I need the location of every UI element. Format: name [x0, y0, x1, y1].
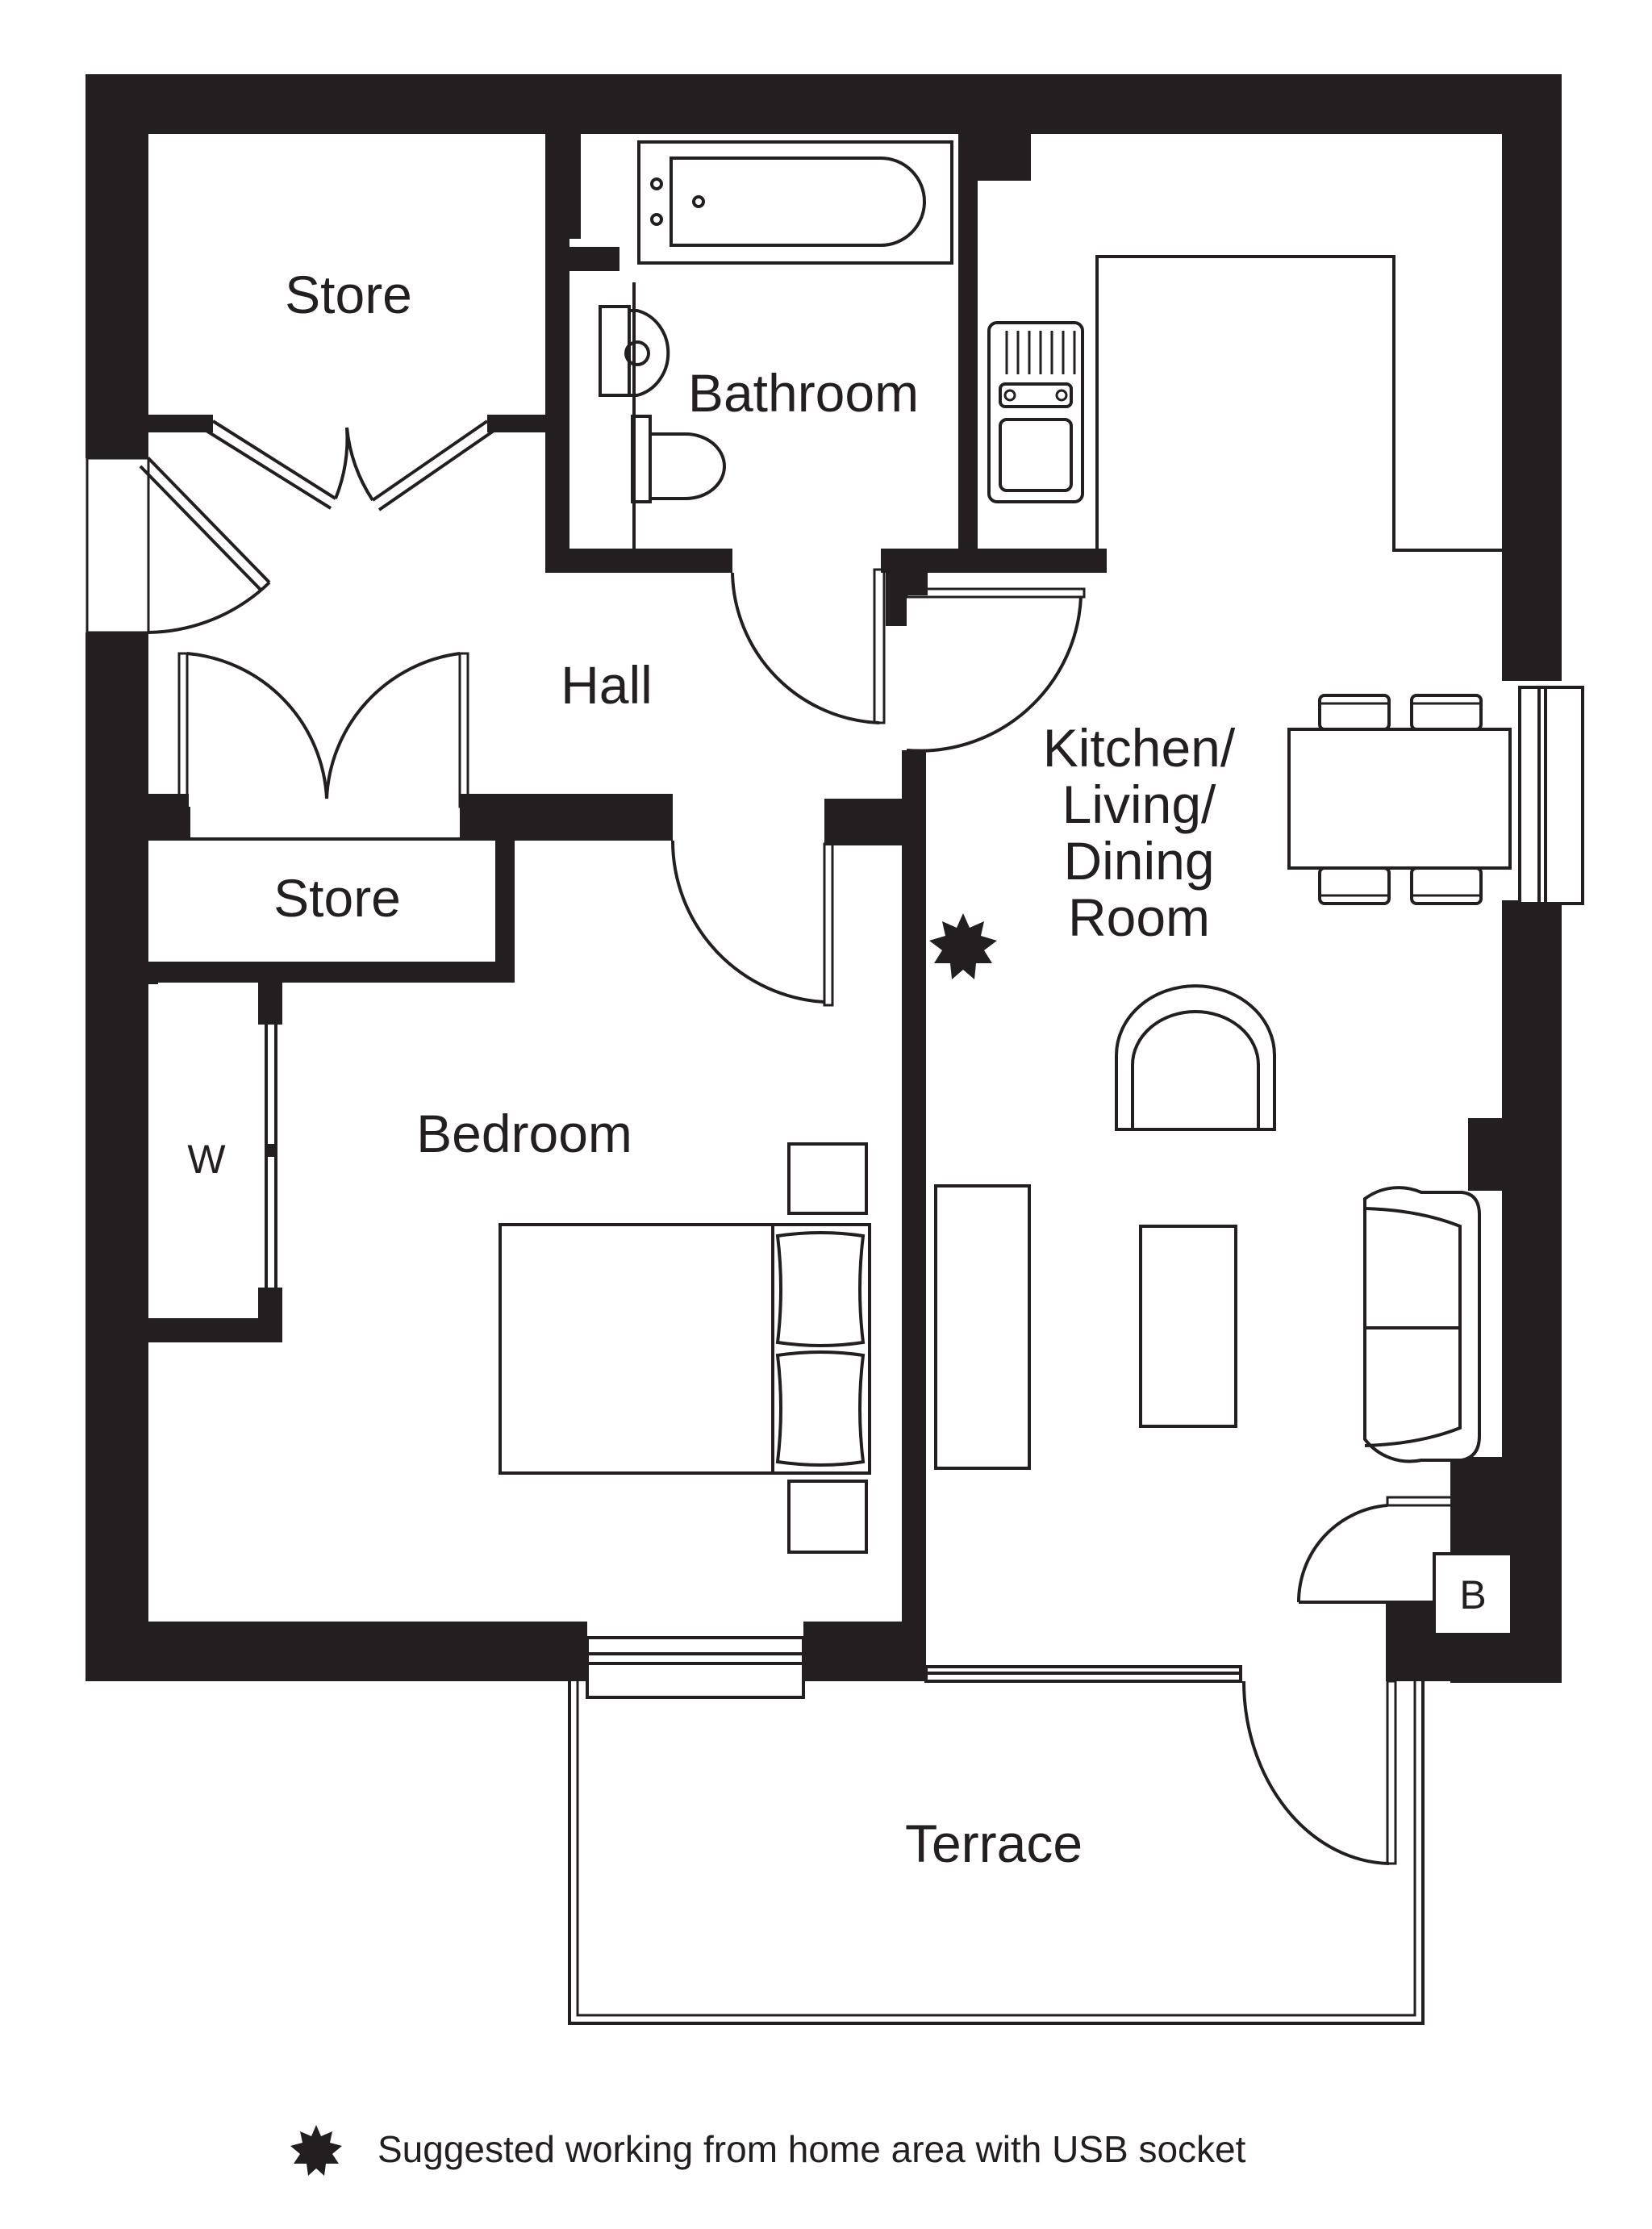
- kitchen-counter: [1095, 255, 1516, 552]
- terrace-door: [924, 1665, 1397, 1865]
- bed-icon: [499, 1223, 871, 1475]
- wardrobe-doors: [265, 1025, 277, 1288]
- legend-text: Suggested working from home area with US…: [378, 2128, 1246, 2170]
- entry-door: [86, 457, 271, 634]
- store-mid-label: Store: [273, 868, 401, 928]
- bath-icon: [637, 140, 953, 265]
- starburst-icon: [929, 913, 997, 979]
- dining-table: [1287, 694, 1512, 905]
- kitchen-label-line3: Dining: [1063, 831, 1214, 891]
- wardrobe-label: W: [187, 1137, 226, 1182]
- legend: Suggested working from home area with US…: [290, 2125, 1246, 2176]
- coffee-table: [1139, 1225, 1237, 1428]
- bathroom-label: Bathroom: [688, 363, 919, 423]
- walls: [86, 74, 1562, 1683]
- store-mid-doors: [177, 652, 495, 841]
- bathroom-door: [731, 568, 886, 724]
- kitchen-door: [905, 587, 1086, 753]
- tv-unit: [934, 1184, 1031, 1470]
- boiler-label: B: [1459, 1572, 1486, 1617]
- bedside-table-bottom: [787, 1480, 868, 1554]
- bedroom-door: [670, 840, 834, 1007]
- kitchen-sink-icon: [987, 321, 1084, 503]
- terrace-outline: [568, 1681, 1425, 2025]
- window-right: [1518, 686, 1584, 905]
- sink-icon: [599, 305, 670, 397]
- boiler-door: [1296, 1496, 1513, 1636]
- window-bedroom: [586, 1636, 805, 1699]
- hall-label: Hall: [561, 655, 653, 715]
- terrace-label: Terrace: [905, 1814, 1083, 1873]
- kitchen-label-line4: Room: [1068, 887, 1210, 947]
- sofa-icon: [1363, 1186, 1481, 1463]
- toilet-icon: [631, 282, 726, 549]
- store-top-label: Store: [285, 265, 412, 324]
- legend-starburst-icon: [290, 2125, 342, 2176]
- store-top-doors: [205, 420, 495, 511]
- bedside-table-top: [787, 1142, 868, 1215]
- bedroom-label: Bedroom: [416, 1104, 632, 1163]
- kitchen-label-line1: Kitchen/: [1043, 718, 1236, 778]
- kitchen-label-line2: Living/: [1062, 774, 1216, 834]
- armchair-icon: [1115, 984, 1276, 1131]
